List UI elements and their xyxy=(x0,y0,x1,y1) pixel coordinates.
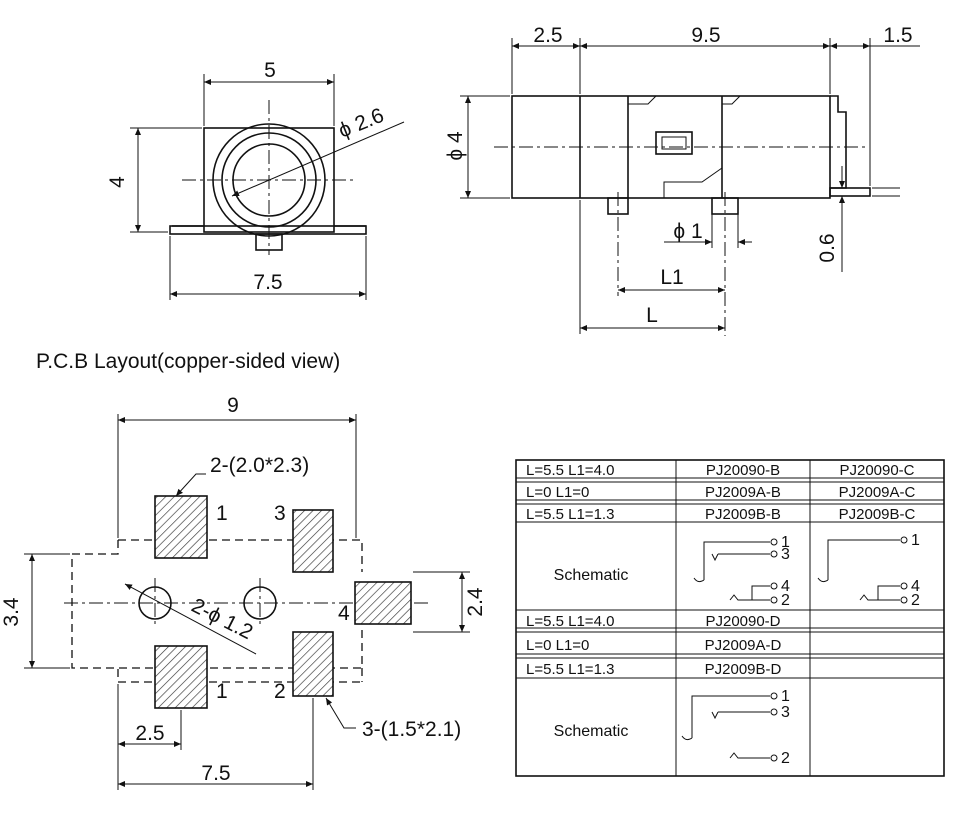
table-b-r1-cond: L=5.5 L1=4.0 xyxy=(526,613,614,630)
pad-2 xyxy=(292,631,334,697)
pad-3 xyxy=(292,509,334,573)
hole-dim-leader xyxy=(231,121,405,197)
table-b-r3-d: PJ2009B-D xyxy=(705,661,782,678)
side-window xyxy=(655,131,693,155)
schem-b-pin-2: 2 xyxy=(781,592,790,609)
table-b-r2-d: PJ2009A-D xyxy=(705,637,782,654)
pad-4 xyxy=(354,581,412,625)
side-height-label: ϕ 4 xyxy=(444,131,467,161)
schematic-b xyxy=(693,538,778,604)
side-dim-body-label: 9.5 xyxy=(691,24,720,47)
schem-c-pin-1: 1 xyxy=(911,532,920,549)
front-hole-label: ϕ 2.6 xyxy=(335,104,387,143)
schem-b-pin-1: 1 xyxy=(781,534,790,551)
schem-d-pin-2: 2 xyxy=(781,750,790,767)
table-a-r2-c: PJ2009A-C xyxy=(839,484,916,501)
hole-right xyxy=(243,586,277,620)
pad-1-bottom xyxy=(154,645,208,709)
pad-label-3: 3 xyxy=(274,502,286,525)
pad-label-4: 4 xyxy=(338,602,350,625)
side-flange xyxy=(829,187,871,197)
table-b-r3-cond: L=5.5 L1=1.3 xyxy=(526,661,614,678)
table-a-r3-cond: L=5.5 L1=1.3 xyxy=(526,506,614,523)
hole-left xyxy=(138,586,172,620)
side-thickness-label: 0.6 xyxy=(816,233,839,262)
side-l1-label: L1 xyxy=(660,266,683,289)
pcb-layout xyxy=(24,414,470,790)
pcb-height-left-label: 3.4 xyxy=(0,597,23,627)
front-view xyxy=(130,74,405,300)
pcb-width-label: 9 xyxy=(227,394,239,417)
table-a-r1-cond: L=5.5 L1=4.0 xyxy=(526,462,614,479)
table-a-r2-cond: L=0 L1=0 xyxy=(526,484,589,501)
pad-1-top xyxy=(154,495,208,559)
pcb-height-right-label: 2.4 xyxy=(464,587,487,617)
model-table xyxy=(515,459,945,777)
schem-d-pin-1: 1 xyxy=(781,688,790,705)
table-a-r2-b: PJ2009A-B xyxy=(705,484,781,501)
front-height-label: 4 xyxy=(106,176,129,188)
table-a-r1-b: PJ20090-B xyxy=(706,462,780,479)
schematic-c xyxy=(817,536,908,604)
front-base-label: 7.5 xyxy=(253,271,282,294)
schem-d-pin-3: 3 xyxy=(781,704,790,721)
pcb-pad-big-label: 2-(2.0*2.3) xyxy=(210,454,309,477)
schem-c-pin-2: 2 xyxy=(911,592,920,609)
table-b-r1-d: PJ20090-D xyxy=(705,613,780,630)
front-width-label: 5 xyxy=(264,59,276,82)
side-l-label: L xyxy=(646,304,658,327)
pad-label-1-top: 1 xyxy=(216,502,228,525)
side-pin-label: ϕ 1 xyxy=(673,220,702,243)
schem-c-pin-4: 4 xyxy=(911,578,920,595)
pcb-title: P.C.B Layout(copper-sided view) xyxy=(36,350,340,373)
side-dim-right-label: 1.5 xyxy=(883,24,912,47)
pad-label-2: 2 xyxy=(274,680,286,703)
table-a-r3-b: PJ2009B-B xyxy=(705,506,781,523)
table-a-r3-c: PJ2009B-C xyxy=(839,506,916,523)
pad-label-1-bottom: 1 xyxy=(216,680,228,703)
pcb-hole-label: 2-ϕ 1.2 xyxy=(188,594,257,644)
pcb-pad-small-label: 3-(1.5*2.1) xyxy=(362,718,461,741)
side-dim-left-label: 2.5 xyxy=(533,24,562,47)
schem-b-pin-4: 4 xyxy=(781,578,790,595)
schematic-d xyxy=(681,692,778,762)
table-schematic-label-b: Schematic xyxy=(554,723,629,740)
table-b-r2-cond: L=0 L1=0 xyxy=(526,637,589,654)
schem-b-pin-3: 3 xyxy=(781,546,790,563)
pcb-span-label: 7.5 xyxy=(201,762,230,785)
table-schematic-label-a: Schematic xyxy=(554,567,629,584)
side-view xyxy=(460,38,920,336)
pcb-offset-label: 2.5 xyxy=(135,722,164,745)
table-a-r1-c: PJ20090-C xyxy=(839,462,914,479)
hole-dim-leader xyxy=(124,583,257,655)
